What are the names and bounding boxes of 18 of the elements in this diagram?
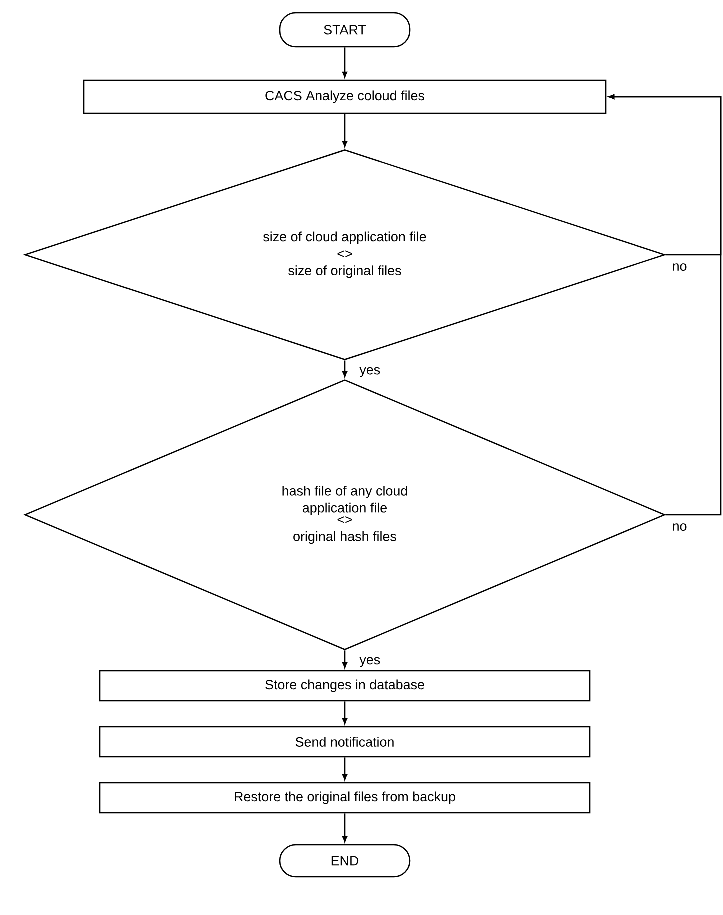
process-box: Store changes in database bbox=[99, 670, 591, 702]
process-box: Send notification bbox=[99, 726, 591, 758]
arrow bbox=[608, 94, 722, 516]
terminal-box: END bbox=[279, 844, 411, 878]
arrow bbox=[342, 702, 348, 724]
arrow bbox=[342, 814, 348, 842]
edge-label: no bbox=[670, 262, 690, 274]
arrow bbox=[342, 114, 348, 148]
arrow bbox=[342, 48, 348, 78]
arrow bbox=[342, 758, 348, 780]
edge-label: yes bbox=[358, 365, 383, 380]
process-box: CACS Analyze coloud files bbox=[83, 80, 607, 114]
arrow bbox=[342, 360, 348, 378]
terminal-box: START bbox=[279, 12, 411, 48]
arrow bbox=[342, 650, 348, 668]
process-box: Restore the original files from backup bbox=[99, 782, 591, 814]
edge-label: no bbox=[670, 522, 690, 534]
edge-label: yes bbox=[358, 655, 383, 670]
